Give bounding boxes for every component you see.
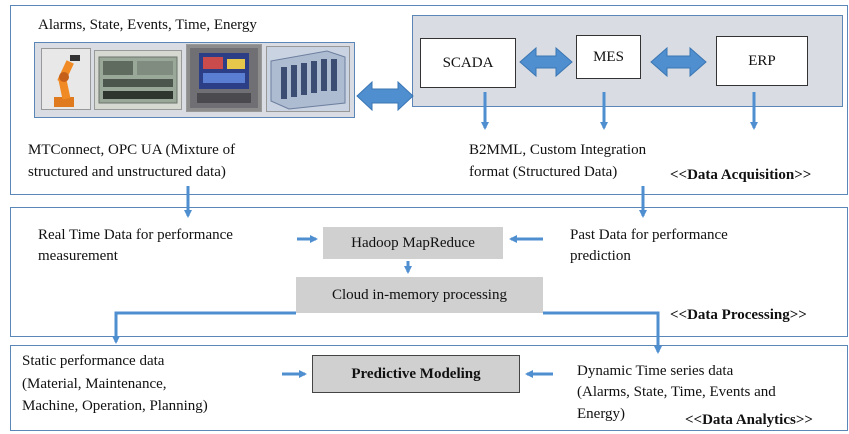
devices-to-enterprise-arrow — [356, 80, 414, 112]
data-processing-label: <<Data Processing>> — [670, 307, 807, 323]
mes-box: MES — [576, 35, 641, 79]
data-processing-section — [10, 207, 848, 337]
static-data-line3: Machine, Operation, Planning) — [22, 398, 208, 414]
mes-erp-arrow — [650, 46, 707, 78]
robot-arm-image — [41, 48, 91, 110]
static-data-line1: Static performance data — [22, 353, 165, 369]
sources-label: Alarms, State, Events, Time, Energy — [38, 17, 257, 33]
erp-box: ERP — [716, 36, 808, 86]
past-data-line1: Past Data for performance — [570, 227, 728, 243]
io-rack-image — [266, 46, 350, 112]
realtime-data-line2: measurement — [38, 248, 118, 264]
dynamic-data-line2: (Alarms, State, Time, Events and — [577, 384, 776, 400]
data-analytics-label: <<Data Analytics>> — [685, 412, 813, 428]
plc-controller-icon — [98, 56, 178, 104]
scada-mes-arrow — [519, 46, 573, 78]
right-protocol-line1: B2MML, Custom Integration — [469, 142, 647, 158]
dynamic-data-line3: Energy) — [577, 406, 626, 422]
predictive-modeling-box: Predictive Modeling — [312, 355, 520, 393]
robot-arm-icon — [54, 55, 80, 107]
hmi-panel-image — [186, 44, 262, 112]
hadoop-mapreduce-box: Hadoop MapReduce — [323, 227, 503, 259]
hmi-panel-icon — [190, 48, 258, 108]
right-protocol-line2: format (Structured Data) — [469, 164, 618, 180]
realtime-data-line1: Real Time Data for performance — [38, 227, 233, 243]
dynamic-data-line1: Dynamic Time series data — [577, 363, 734, 379]
static-data-line2: (Material, Maintenance, — [22, 376, 167, 392]
plc-controller-image — [94, 50, 182, 110]
left-protocol-line2: structured and unstructured data) — [28, 164, 226, 180]
cloud-processing-box: Cloud in-memory processing — [296, 277, 543, 313]
scada-box: SCADA — [420, 38, 516, 88]
past-data-line2: prediction — [570, 248, 631, 264]
data-acquisition-label: <<Data Acquisition>> — [670, 167, 812, 183]
cloud-to-dynamic-arrow — [543, 311, 662, 354]
io-rack-icon — [270, 50, 346, 110]
cloud-to-static-arrow — [112, 311, 296, 344]
left-protocol-line1: MTConnect, OPC UA (Mixture of — [28, 142, 236, 158]
